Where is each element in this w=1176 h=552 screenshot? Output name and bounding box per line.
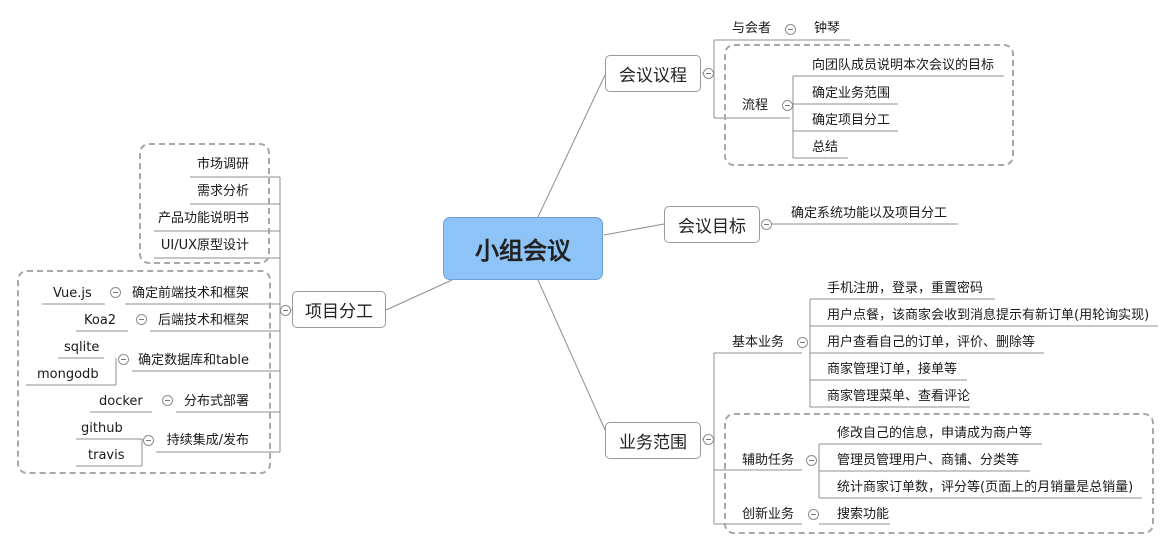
aux-task-label[interactable]: 辅助任务 [742,453,795,468]
goal-item[interactable]: 确定系统功能以及项目分工 [791,206,948,221]
process-item[interactable]: 确定业务范围 [812,86,891,101]
process-label[interactable]: 流程 [742,98,769,113]
collapse-goal-button[interactable] [761,219,772,230]
ci-tech[interactable]: github [81,421,123,436]
collapse-ci-button[interactable] [143,435,154,446]
collapse-process-button[interactable] [782,100,793,111]
collapse-agenda-button[interactable] [703,68,714,79]
collapse-attendees-button[interactable] [785,24,796,35]
frontend-task[interactable]: 确定前端技术和框架 [131,286,249,301]
tech-group [17,270,271,474]
collapse-scope-button[interactable] [703,434,714,445]
aux-item[interactable]: 修改自己的信息，申请成为商户等 [837,426,1033,441]
basic-item[interactable]: 手机注册，登录，重置密码 [827,281,984,296]
research-item[interactable]: UI/UX原型设计 [160,238,249,253]
process-item[interactable]: 确定项目分工 [812,113,891,128]
aux-item[interactable]: 管理员管理用户、商铺、分类等 [837,453,1020,468]
ci-task[interactable]: 持续集成/发布 [166,433,249,448]
innovation-label[interactable]: 创新业务 [742,507,795,522]
topic-business-scope[interactable]: 业务范围 [605,422,701,459]
database-tech[interactable]: sqlite [64,340,100,355]
basic-item[interactable]: 商家管理订单，接单等 [827,362,958,377]
frontend-tech[interactable]: Vue.js [53,286,92,301]
process-item[interactable]: 总结 [812,140,839,155]
research-item[interactable]: 市场调研 [196,157,249,172]
collapse-division-button[interactable] [280,305,291,316]
process-item[interactable]: 向团队成员说明本次会议的目标 [812,58,995,73]
deploy-tech[interactable]: docker [99,394,143,409]
ci-tech[interactable]: travis [88,448,125,463]
collapse-innov-button[interactable] [808,509,819,520]
topic-meeting-agenda[interactable]: 会议议程 [605,55,701,92]
collapse-aux-button[interactable] [806,455,817,466]
database-tech[interactable]: mongodb [37,367,99,382]
basic-business-label[interactable]: 基本业务 [732,335,785,350]
collapse-backend-button[interactable] [136,314,147,325]
collapse-deploy-button[interactable] [162,395,173,406]
basic-item[interactable]: 商家管理菜单、查看评论 [827,389,971,404]
collapse-frontend-button[interactable] [110,287,121,298]
aux-innov-group [724,413,1154,534]
collapse-database-button[interactable] [118,354,129,365]
basic-item[interactable]: 用户查看自己的订单，评价、删除等 [827,335,1036,350]
topic-project-division[interactable]: 项目分工 [292,291,386,328]
topic-meeting-goal[interactable]: 会议目标 [664,206,760,243]
attendees-label[interactable]: 与会者 [732,21,772,36]
research-item[interactable]: 产品功能说明书 [157,211,249,226]
database-task[interactable]: 确定数据库和table [138,353,249,368]
research-item[interactable]: 需求分析 [196,184,249,199]
process-group [724,44,1014,166]
basic-item[interactable]: 用户点餐，该商家会收到消息提示有新订单(用轮询实现) [827,308,1150,323]
deploy-task[interactable]: 分布式部署 [183,394,249,409]
central-topic[interactable]: 小组会议 [443,217,603,280]
collapse-basic-button[interactable] [797,337,808,348]
backend-task[interactable]: 后端技术和框架 [157,313,249,328]
aux-item[interactable]: 统计商家订单数，评分等(页面上的月销量是总销量) [837,480,1134,495]
innovation-item[interactable]: 搜索功能 [837,507,890,522]
backend-tech[interactable]: Koa2 [84,313,117,328]
research-group [139,143,270,264]
attendee-name[interactable]: 钟琴 [814,21,841,36]
